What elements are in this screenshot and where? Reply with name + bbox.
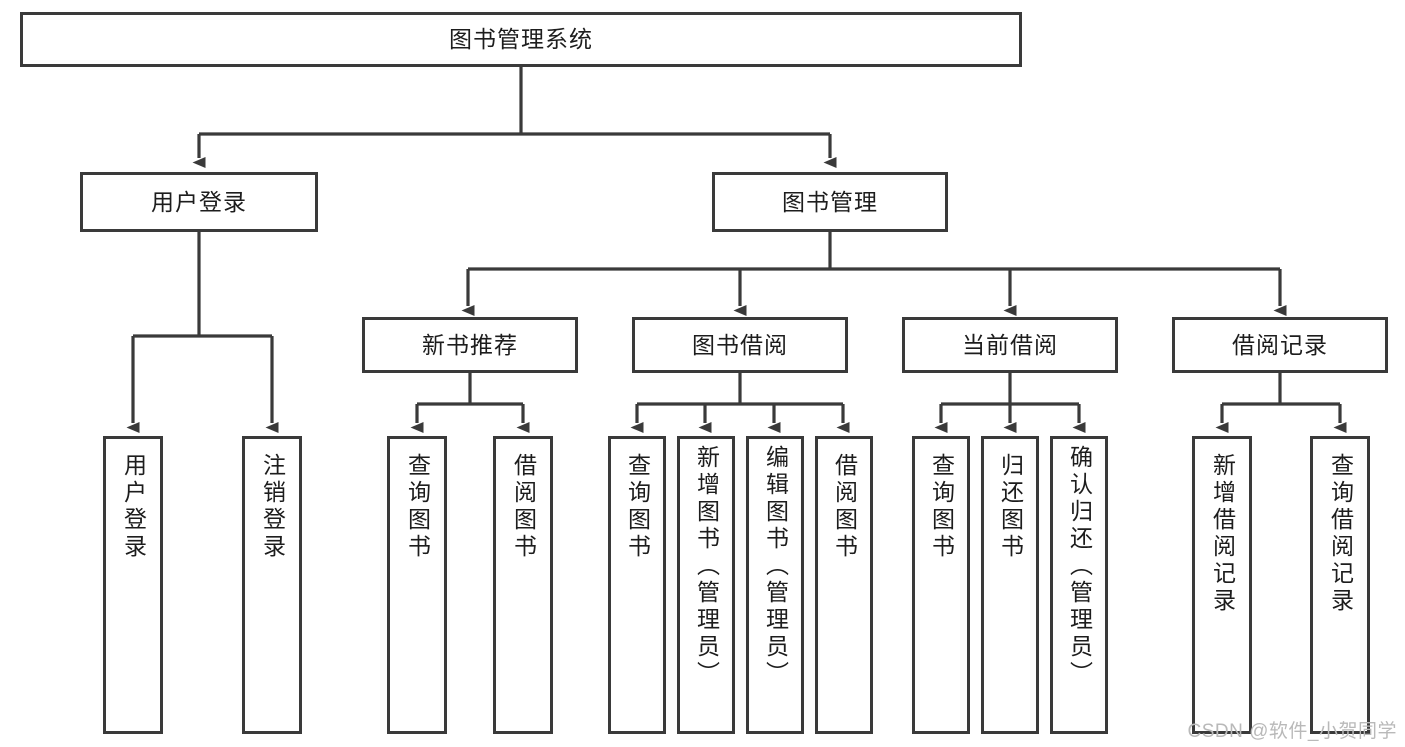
node-new-book-recommendation[interactable]: 新书推荐 — [362, 317, 578, 373]
node-label: 查询图书 — [404, 453, 431, 561]
node-user-login[interactable]: 用户登录 — [80, 172, 318, 232]
node-leaf-book-borrow-borrow[interactable]: 借阅图书 — [815, 436, 873, 734]
node-book-borrow[interactable]: 图书借阅 — [632, 317, 848, 373]
node-label: 当前借阅 — [962, 331, 1058, 358]
node-leaf-user-login-signout[interactable]: 注销登录 — [242, 436, 302, 734]
node-label: 归还图书 — [997, 453, 1024, 561]
node-label: 查询借阅记录 — [1327, 453, 1354, 615]
node-leaf-current-borrow-return[interactable]: 归还图书 — [981, 436, 1039, 734]
node-root-book-management-system[interactable]: 图书管理系统 — [20, 12, 1022, 67]
node-label: 编辑图书（管理员） — [762, 445, 789, 688]
node-label: 用户登录 — [120, 453, 147, 561]
node-label: 图书管理 — [782, 188, 878, 215]
csdn-watermark: CSDN @软件_小贺同学 — [1187, 721, 1397, 742]
node-label: 查询图书 — [624, 453, 651, 561]
node-leaf-current-borrow-confirm-return[interactable]: 确认归还（管理员） — [1050, 436, 1108, 734]
node-label: 借阅图书 — [510, 453, 537, 561]
node-leaf-book-borrow-edit[interactable]: 编辑图书（管理员） — [746, 436, 804, 734]
node-current-borrow[interactable]: 当前借阅 — [902, 317, 1118, 373]
node-label: 新增图书（管理员） — [693, 445, 720, 688]
node-leaf-borrow-record-add[interactable]: 新增借阅记录 — [1192, 436, 1252, 734]
node-leaf-book-borrow-query[interactable]: 查询图书 — [608, 436, 666, 734]
node-borrow-record[interactable]: 借阅记录 — [1172, 317, 1388, 373]
node-leaf-new-book-borrow[interactable]: 借阅图书 — [493, 436, 553, 734]
node-book-management[interactable]: 图书管理 — [712, 172, 948, 232]
node-label: 用户登录 — [151, 188, 247, 215]
node-label: 确认归还（管理员） — [1066, 445, 1093, 688]
node-leaf-user-login-signin[interactable]: 用户登录 — [103, 436, 163, 734]
node-leaf-new-book-query[interactable]: 查询图书 — [387, 436, 447, 734]
node-label: 借阅记录 — [1232, 331, 1328, 358]
node-leaf-book-borrow-add[interactable]: 新增图书（管理员） — [677, 436, 735, 734]
node-label: 图书管理系统 — [449, 26, 593, 53]
node-label: 新增借阅记录 — [1209, 453, 1236, 615]
node-label: 新书推荐 — [422, 331, 518, 358]
node-label: 查询图书 — [928, 453, 955, 561]
node-leaf-borrow-record-query[interactable]: 查询借阅记录 — [1310, 436, 1370, 734]
node-label: 图书借阅 — [692, 331, 788, 358]
node-label: 注销登录 — [259, 453, 286, 561]
node-label: 借阅图书 — [831, 453, 858, 561]
node-leaf-current-borrow-query[interactable]: 查询图书 — [912, 436, 970, 734]
